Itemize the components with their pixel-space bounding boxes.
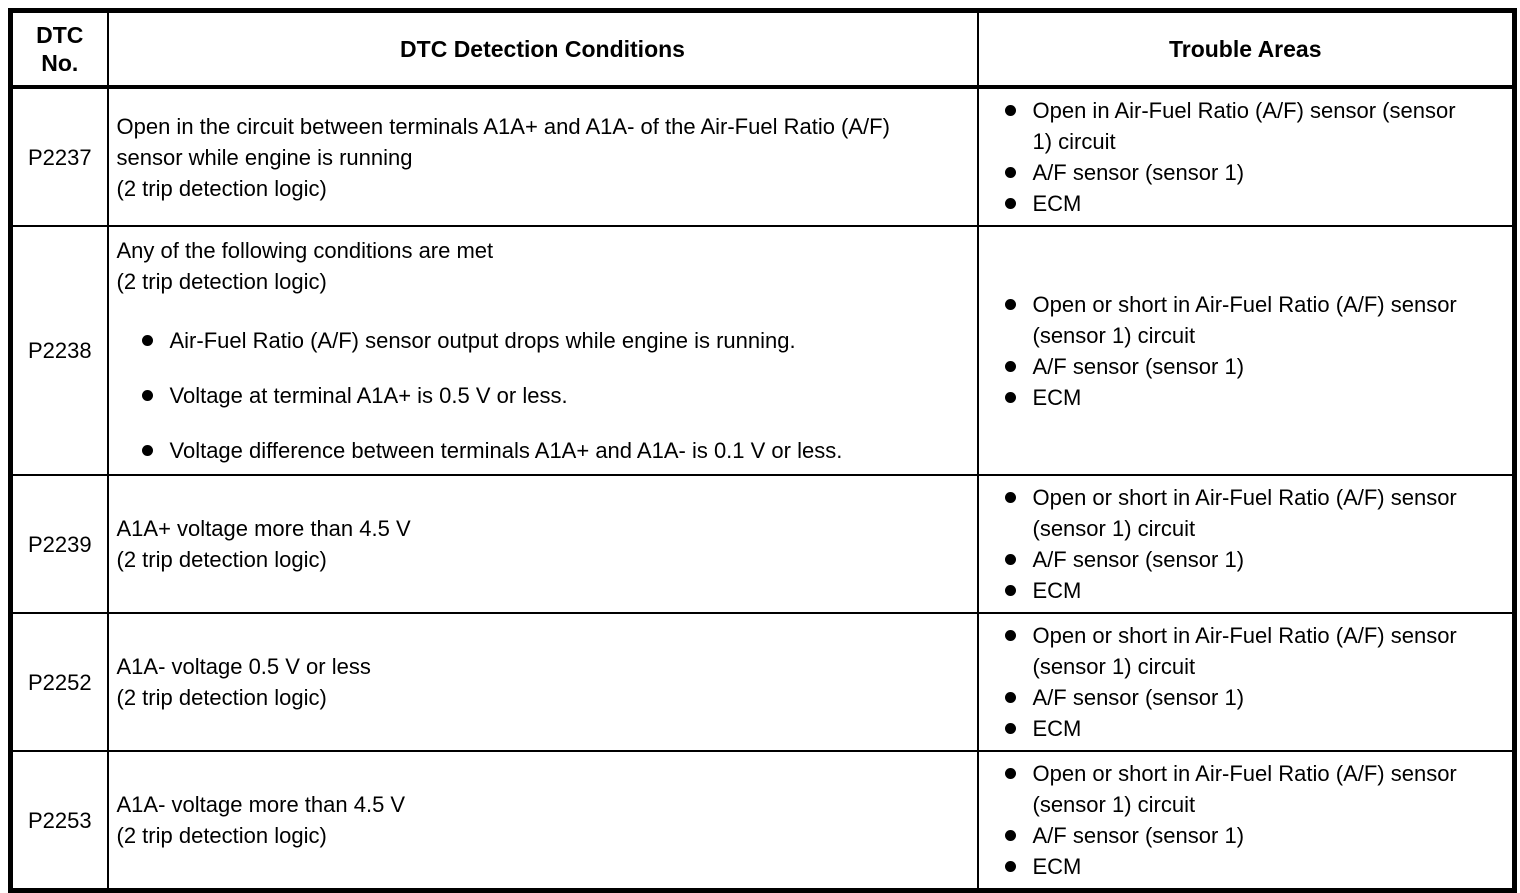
trouble-areas-cell: Open or short in Air-Fuel Ratio (A/F) se… xyxy=(976,474,1516,614)
table-header: DTC No. DTC Detection Conditions Trouble… xyxy=(9,9,1516,89)
dtc-code: P2239 xyxy=(9,474,109,614)
table-row: P2237 Open in the circuit between termin… xyxy=(9,86,1516,227)
condition-bullet-list: Air-Fuel Ratio (A/F) sensor output drops… xyxy=(141,325,957,466)
trouble-area-item: Open or short in Air-Fuel Ratio (A/F) se… xyxy=(1004,758,1489,820)
condition-text: Any of the following conditions are met xyxy=(116,238,494,263)
trouble-areas-cell: Open in Air-Fuel Ratio (A/F) sensor (sen… xyxy=(976,86,1516,227)
header-detection-conditions: DTC Detection Conditions xyxy=(106,9,979,89)
bullet-icon xyxy=(1004,298,1016,310)
condition-note: (2 trip detection logic) xyxy=(116,685,327,710)
table-row: P2252 A1A- voltage 0.5 V or less (2 trip… xyxy=(9,612,1516,752)
header-dtc-no: DTC No. xyxy=(9,9,109,89)
trouble-area-text: A/F sensor (sensor 1) xyxy=(1032,353,1245,379)
condition-text: A1A- voltage more than 4.5 V xyxy=(116,792,406,817)
bullet-icon xyxy=(1004,585,1016,596)
bullet-icon xyxy=(1004,723,1016,734)
dtc-code: P2237 xyxy=(9,86,109,227)
trouble-area-text: ECM xyxy=(1032,578,1082,603)
condition-bullet-text: Voltage difference between terminals A1A… xyxy=(169,438,843,463)
trouble-areas-cell: Open or short in Air-Fuel Ratio (A/F) se… xyxy=(976,612,1516,752)
condition-bullet-text: Air-Fuel Ratio (A/F) sensor output drops… xyxy=(169,328,796,353)
condition-bullet-item: Voltage difference between terminals A1A… xyxy=(141,435,957,466)
table-row: P2238 Any of the following conditions ar… xyxy=(9,225,1516,476)
condition-text: Open in the circuit between terminals A1… xyxy=(116,113,890,170)
trouble-area-item: Open or short in Air-Fuel Ratio (A/F) se… xyxy=(1004,289,1489,351)
trouble-area-text: Open in Air-Fuel Ratio (A/F) sensor (sen… xyxy=(1032,98,1456,154)
bullet-icon xyxy=(1004,768,1016,779)
trouble-area-item: Open or short in Air-Fuel Ratio (A/F) se… xyxy=(1004,620,1489,682)
trouble-area-text: Open or short in Air-Fuel Ratio (A/F) se… xyxy=(1032,761,1457,817)
trouble-area-text: A/F sensor (sensor 1) xyxy=(1032,547,1245,572)
bullet-icon xyxy=(141,390,153,401)
bullet-icon xyxy=(1004,492,1016,503)
bullet-icon xyxy=(1004,554,1016,565)
bullet-icon xyxy=(1004,861,1016,872)
conditions-cell: A1A- voltage more than 4.5 V (2 trip det… xyxy=(106,750,979,892)
trouble-area-item: Open in Air-Fuel Ratio (A/F) sensor (sen… xyxy=(1004,95,1489,157)
conditions-cell: Open in the circuit between terminals A1… xyxy=(106,86,979,227)
trouble-area-item: ECM xyxy=(1004,382,1489,413)
bullet-icon xyxy=(1004,198,1016,209)
bullet-icon xyxy=(141,445,153,456)
bullet-icon xyxy=(1004,630,1016,641)
trouble-area-item: ECM xyxy=(1004,851,1489,882)
trouble-areas-cell: Open or short in Air-Fuel Ratio (A/F) se… xyxy=(976,225,1516,476)
condition-bullet-text: Voltage at terminal A1A+ is 0.5 V or les… xyxy=(169,383,568,408)
trouble-area-text: A/F sensor (sensor 1) xyxy=(1032,160,1245,185)
conditions-cell: Any of the following conditions are met … xyxy=(106,225,979,476)
trouble-area-item: A/F sensor (sensor 1) xyxy=(1004,351,1489,382)
condition-bullet-item: Voltage at terminal A1A+ is 0.5 V or les… xyxy=(141,380,957,411)
header-dtc-no-line1: DTC xyxy=(36,22,84,48)
condition-note: (2 trip detection logic) xyxy=(116,547,327,572)
dtc-code: P2238 xyxy=(9,225,109,476)
trouble-area-text: ECM xyxy=(1032,384,1082,410)
trouble-area-text: Open or short in Air-Fuel Ratio (A/F) se… xyxy=(1032,485,1457,541)
condition-text: A1A- voltage 0.5 V or less xyxy=(116,654,371,679)
bullet-icon xyxy=(1004,830,1016,841)
trouble-area-item: ECM xyxy=(1004,188,1489,219)
trouble-area-item: ECM xyxy=(1004,713,1489,744)
table-row: P2253 A1A- voltage more than 4.5 V (2 tr… xyxy=(9,750,1516,892)
table-row: P2239 A1A+ voltage more than 4.5 V (2 tr… xyxy=(9,474,1516,614)
header-dtc-no-line2: No. xyxy=(41,50,79,76)
bullet-icon xyxy=(1004,391,1016,403)
conditions-cell: A1A+ voltage more than 4.5 V (2 trip det… xyxy=(106,474,979,614)
trouble-area-text: A/F sensor (sensor 1) xyxy=(1032,823,1245,848)
conditions-cell: A1A- voltage 0.5 V or less (2 trip detec… xyxy=(106,612,979,752)
condition-note: (2 trip detection logic) xyxy=(116,175,327,201)
dtc-table: DTC No. DTC Detection Conditions Trouble… xyxy=(8,8,1517,893)
condition-text: A1A+ voltage more than 4.5 V xyxy=(116,516,411,541)
trouble-area-text: Open or short in Air-Fuel Ratio (A/F) se… xyxy=(1032,291,1457,348)
trouble-area-text: ECM xyxy=(1032,854,1082,879)
condition-note: (2 trip detection logic) xyxy=(116,269,327,294)
trouble-area-item: A/F sensor (sensor 1) xyxy=(1004,544,1489,575)
trouble-area-item: ECM xyxy=(1004,575,1489,606)
bullet-icon xyxy=(1004,360,1016,372)
condition-bullet-item: Air-Fuel Ratio (A/F) sensor output drops… xyxy=(141,325,957,356)
bullet-icon xyxy=(1004,105,1016,116)
trouble-area-item: Open or short in Air-Fuel Ratio (A/F) se… xyxy=(1004,482,1489,544)
bullet-icon xyxy=(1004,167,1016,178)
dtc-code: P2253 xyxy=(9,750,109,892)
trouble-area-text: ECM xyxy=(1032,191,1082,216)
trouble-area-item: A/F sensor (sensor 1) xyxy=(1004,820,1489,851)
trouble-area-text: A/F sensor (sensor 1) xyxy=(1032,685,1245,710)
trouble-area-text: ECM xyxy=(1032,716,1082,741)
condition-note: (2 trip detection logic) xyxy=(116,823,327,848)
trouble-area-item: A/F sensor (sensor 1) xyxy=(1004,157,1489,188)
bullet-icon xyxy=(1004,692,1016,703)
header-trouble-areas: Trouble Areas xyxy=(976,9,1516,89)
dtc-code: P2252 xyxy=(9,612,109,752)
trouble-area-text: Open or short in Air-Fuel Ratio (A/F) se… xyxy=(1032,623,1457,679)
bullet-icon xyxy=(141,335,153,346)
trouble-areas-cell: Open or short in Air-Fuel Ratio (A/F) se… xyxy=(976,750,1516,892)
trouble-area-item: A/F sensor (sensor 1) xyxy=(1004,682,1489,713)
